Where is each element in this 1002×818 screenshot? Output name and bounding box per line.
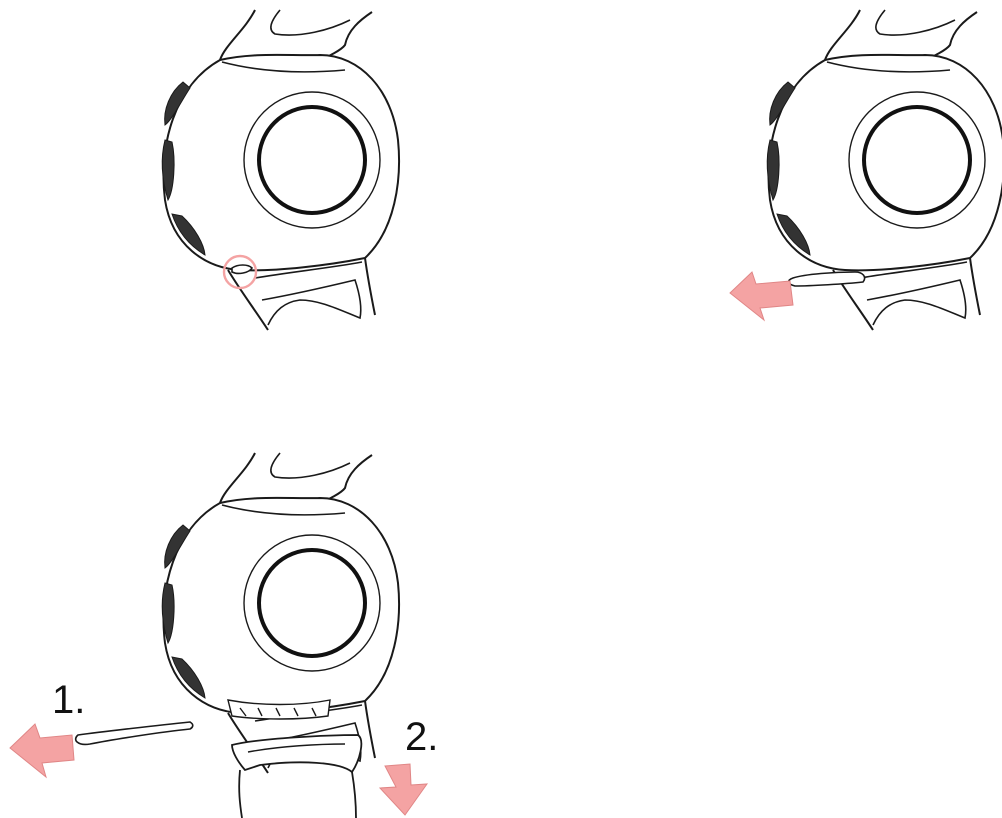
step-label-2: 2.	[405, 715, 438, 759]
release-pin-sliding	[789, 272, 865, 286]
arrow-left-icon	[10, 724, 74, 777]
arrow-left-icon	[730, 272, 793, 320]
step-label-1: 1.	[52, 678, 85, 722]
release-pin	[232, 265, 252, 273]
step-1-illustration	[162, 10, 399, 330]
step-2-illustration	[767, 10, 1002, 330]
strap-piece	[232, 735, 361, 772]
step-3-illustration	[162, 453, 399, 773]
release-pin-removed	[76, 722, 193, 744]
arrow-down-icon	[380, 764, 427, 815]
